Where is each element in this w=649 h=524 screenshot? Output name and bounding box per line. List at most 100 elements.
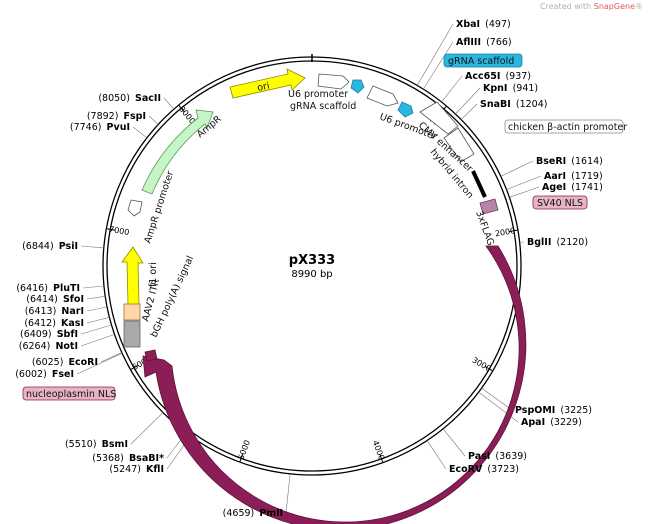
- site-label-kfli: (5247) KflI: [109, 457, 164, 476]
- tick-label: 4000: [371, 439, 386, 461]
- site-label-psii: (6844) PsiI: [22, 234, 78, 253]
- site-leader-line: [426, 440, 447, 470]
- site-name: KflI: [146, 464, 164, 475]
- site-position: (6413): [25, 306, 57, 317]
- site-leader-line: [285, 473, 291, 514]
- site-name: NotI: [55, 341, 78, 352]
- site-name: PmlI: [259, 508, 283, 519]
- site-leader-line: [100, 352, 122, 363]
- site-position: (6264): [19, 341, 51, 352]
- credit-prefix: Created with: [540, 2, 594, 11]
- site-position: (497): [485, 19, 511, 30]
- ampr-feature: [141, 109, 214, 195]
- site-name: FspI: [124, 111, 146, 122]
- site-name: Acc65I: [465, 71, 500, 82]
- chicken-actin-promoter-box-text: chicken β-actin promoter: [508, 122, 627, 133]
- site-position: (7746): [70, 122, 102, 133]
- site-label-pasi: PasI (3639): [468, 444, 527, 463]
- site-name: BseRI: [536, 156, 566, 167]
- site-label-noti: (6264) NotI: [19, 334, 78, 353]
- tick-group: 10002000300040005000600070008000: [106, 104, 518, 463]
- site-name: ApaI: [521, 417, 545, 428]
- site-leader-line: [132, 126, 148, 139]
- site-name: XbaI: [456, 19, 480, 30]
- flag-feature: [479, 198, 499, 215]
- grna-scaffold-box-text: gRNA scaffold: [448, 56, 514, 67]
- site-position: (6412): [24, 318, 56, 329]
- site-position: (6025): [32, 357, 64, 368]
- ori-label: ori: [256, 80, 271, 93]
- bgh-polya-feature: [123, 320, 141, 348]
- site-position: (941): [513, 83, 539, 94]
- site-label-pvui: (7746) PvuI: [70, 115, 130, 134]
- tick-label: 3000: [470, 355, 492, 373]
- site-label-apai: ApaI (3229): [521, 410, 582, 429]
- credit-brand: SnapGene: [593, 2, 635, 11]
- site-label-pluti: (6416) PluTI: [16, 276, 80, 295]
- ori-feature: [229, 68, 306, 99]
- tick-mark: [484, 365, 494, 372]
- plasmid-size: 8990 bp: [291, 269, 332, 280]
- site-label-bsmi: (5510) BsmI: [65, 432, 128, 451]
- site-leader-line: [423, 41, 454, 90]
- site-position: (2120): [556, 237, 588, 248]
- chicken-actin-promoter-box: chicken β-actin promoter: [504, 119, 627, 134]
- site-position: (1204): [516, 99, 548, 110]
- site-leader-line: [80, 324, 112, 335]
- ampr-promoter-feature: [127, 199, 143, 217]
- chicken-actin-promoter-feature: [443, 127, 475, 163]
- site-label-pmli: (4659) PmlI: [223, 501, 283, 520]
- u6-promoter-1-label: U6 promoter: [288, 89, 348, 100]
- grna-scaffold-1-label: gRNA scaffold: [290, 101, 356, 112]
- site-name: AflIII: [456, 37, 481, 48]
- site-label-sfoi: (6414) SfoI: [26, 287, 84, 306]
- site-position: (6844): [22, 241, 54, 252]
- site-label-agei: AgeI (1741): [542, 175, 603, 194]
- site-position: (5247): [109, 464, 141, 475]
- site-position: (6002): [15, 369, 47, 380]
- tick-mark: [130, 364, 139, 371]
- site-label-pspomi: PspOMI (3225): [515, 398, 592, 417]
- tick-label: 2000: [494, 226, 516, 238]
- site-leader-line: [163, 97, 175, 110]
- site-name: KasI: [61, 318, 84, 329]
- site-leader-line: [481, 387, 513, 411]
- site-position: (3225): [560, 405, 592, 416]
- cas9-feature: [142, 245, 527, 524]
- aav2-itr-feature: [123, 303, 141, 321]
- grna-scaffold-box: gRNA scaffold: [443, 53, 523, 68]
- f1-ori-feature: [121, 246, 144, 306]
- cas9-label: Cas9: [370, 417, 397, 435]
- site-leader-line: [455, 87, 481, 115]
- site-leader-line: [76, 353, 123, 375]
- credit-mark: ®: [635, 2, 643, 11]
- grna-scaffold-1-feature: [350, 79, 365, 94]
- site-label-afliii: AflIII (766): [456, 30, 512, 49]
- site-name: AarI: [544, 171, 566, 182]
- site-leader-line: [86, 317, 110, 324]
- nucleoplasmin-nls-box: nucleoplasmin NLS: [22, 386, 116, 401]
- site-position: (1719): [571, 171, 603, 182]
- site-name: SbfI: [57, 329, 78, 340]
- site-position: (3723): [487, 464, 519, 475]
- site-leader-line: [80, 334, 115, 347]
- tick-label: 7000: [108, 225, 130, 237]
- site-label-fsei: (6002) FseI: [15, 362, 74, 381]
- site-leader-line: [509, 186, 540, 198]
- site-label-kpni: KpnI (941): [483, 76, 538, 95]
- site-leader-line: [506, 175, 542, 190]
- tick-label: 5000: [237, 439, 252, 461]
- site-leader-line: [130, 412, 164, 445]
- site-label-snabi: SnaBI (1204): [480, 92, 547, 111]
- site-name: SnaBI: [480, 99, 511, 110]
- site-leader-line: [441, 75, 463, 103]
- site-name: AgeI: [542, 182, 566, 193]
- site-name: PspOMI: [515, 405, 555, 416]
- site-position: (766): [486, 37, 512, 48]
- site-label-sbfi: (6409) SbfI: [20, 322, 78, 341]
- site-label-bseri: BseRI (1614): [536, 149, 603, 168]
- site-position: (8050): [98, 93, 130, 104]
- site-leader-line: [416, 23, 454, 86]
- site-name: PvuI: [107, 122, 130, 133]
